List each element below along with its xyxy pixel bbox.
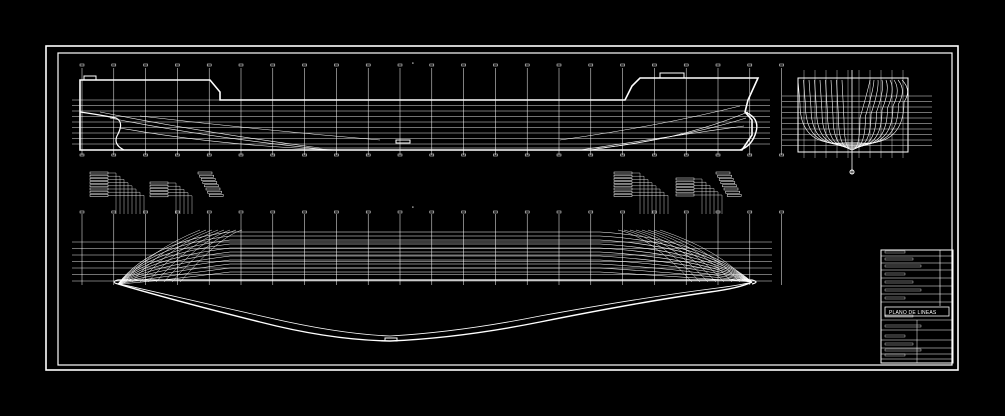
profile-view: ⊕: [72, 61, 784, 157]
title-block-label: PLANO DE LINEAS: [889, 310, 937, 316]
outer-border: [45, 45, 959, 371]
profile-hull-outline: [79, 77, 760, 151]
profile-station-lines: [79, 63, 784, 157]
inner-border: [57, 52, 953, 366]
profile-bulbous-bow: [739, 111, 758, 151]
svg-text:⊕: ⊕: [412, 205, 414, 209]
svg-text:⊕: ⊕: [412, 61, 414, 65]
body-plan-view: [782, 70, 932, 175]
half-breadth-plan-view: ⊕: [72, 171, 784, 342]
deck-outline-lower: [117, 281, 753, 342]
title-block: PLANO DE LINEAS: [880, 249, 954, 364]
profile-stern-curve: [79, 111, 125, 151]
